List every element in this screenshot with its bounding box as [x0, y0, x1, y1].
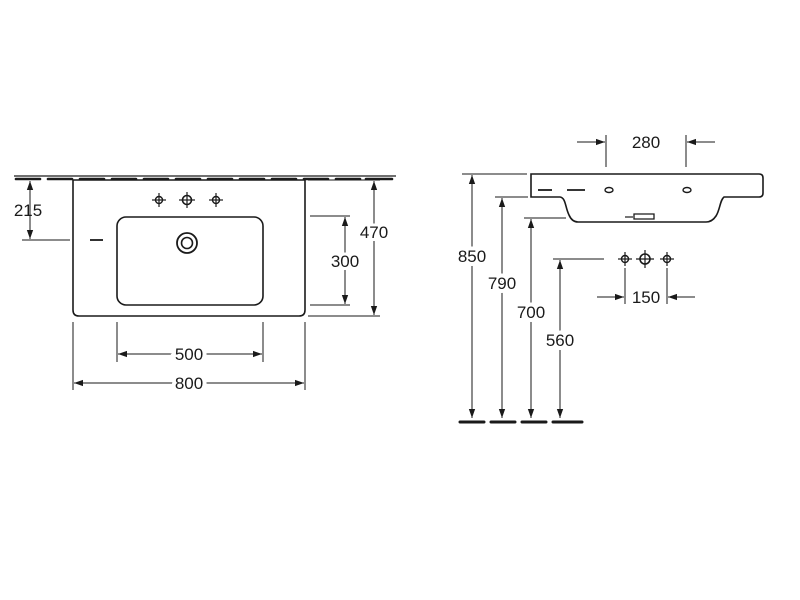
- overflow-holes-icon: [604, 186, 692, 194]
- bowl-outline: [116, 216, 264, 306]
- top-view: 215 300 470 500 800: [14, 175, 396, 397]
- dim-300: [310, 215, 350, 306]
- basin-outline: [72, 179, 306, 317]
- dim-560-label: 560: [546, 331, 574, 350]
- dim-300-label: 300: [331, 252, 359, 271]
- dim-700: [524, 217, 566, 418]
- dim-150: [597, 268, 695, 304]
- wall-strip: [14, 175, 396, 181]
- dim-500: [116, 322, 264, 362]
- dim-500-label: 500: [175, 345, 203, 364]
- dim-215-label: 215: [14, 201, 42, 220]
- dim-800: [72, 322, 306, 390]
- dim-790: [495, 196, 528, 418]
- supply-connections-icon: [618, 250, 674, 268]
- dim-800-label: 800: [175, 374, 203, 393]
- side-view: 850 790 700 560: [454, 133, 764, 424]
- dim-280: [577, 135, 715, 167]
- dim-150-label: 150: [632, 288, 660, 307]
- dim-790-label: 790: [488, 274, 516, 293]
- drain-icon: [176, 232, 198, 254]
- dim-470-label: 470: [360, 223, 388, 242]
- dim-700-label: 700: [517, 303, 545, 322]
- dim-470: [308, 179, 380, 317]
- dim-850: [462, 173, 527, 418]
- basin-profile: [530, 173, 764, 223]
- waste-connector: [633, 213, 655, 220]
- dim-560: [553, 258, 604, 418]
- dim-850-label: 850: [458, 247, 486, 266]
- dim-280-label: 280: [632, 133, 660, 152]
- tap-holes-icon: [152, 192, 223, 208]
- dim-215: [22, 181, 70, 241]
